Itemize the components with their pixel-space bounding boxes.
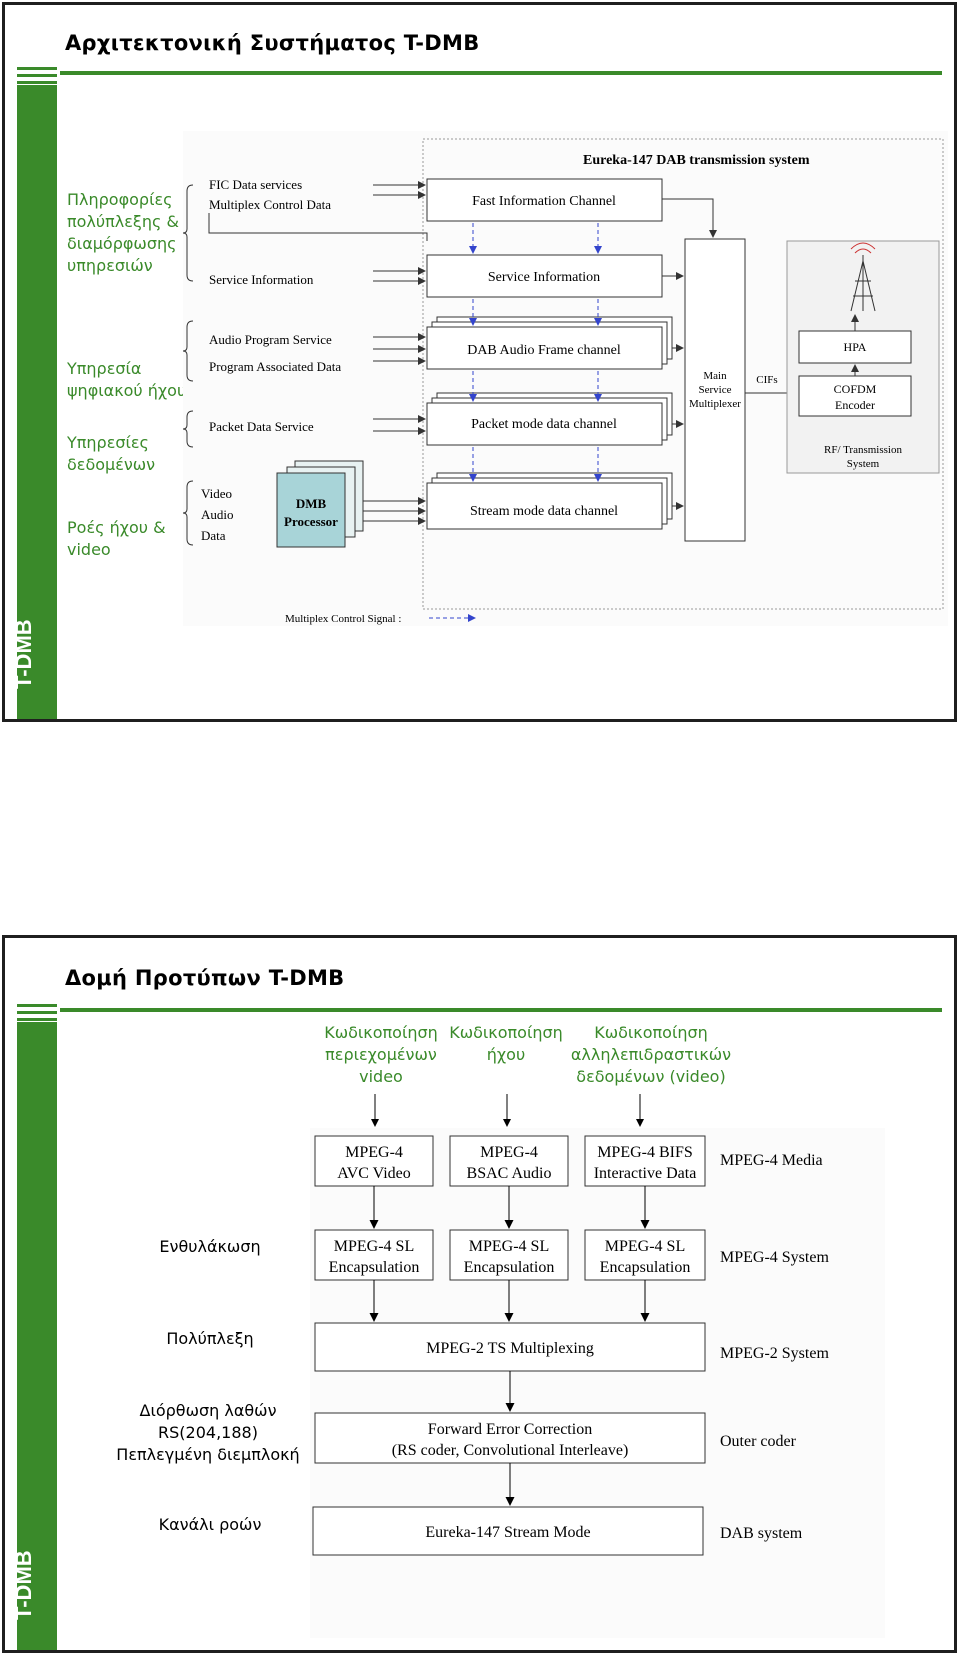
channel-label: Fast Information Channel — [472, 194, 616, 209]
svg-text:Forward Error Correction: Forward Error Correction — [428, 1421, 592, 1438]
svg-text:Encapsulation: Encapsulation — [600, 1259, 691, 1276]
mux-label: Main — [703, 370, 727, 382]
input-label: Audio — [201, 507, 234, 522]
channel-label: Stream mode data channel — [470, 504, 618, 519]
dab-architecture-diagram: Eureka-147 DAB transmission system FIC D… — [183, 131, 948, 626]
sidebar-label: T-DMB — [11, 619, 36, 689]
svg-text:MPEG-4: MPEG-4 — [480, 1144, 538, 1161]
svg-text:MPEG-4 SL: MPEG-4 SL — [605, 1238, 685, 1255]
group-label-audio: Υπηρεσία ψηφιακού ήχου — [67, 359, 187, 400]
channel-label: Packet mode data channel — [471, 417, 617, 432]
fec-box — [314, 1412, 706, 1464]
svg-text:MPEG-4 SL: MPEG-4 SL — [334, 1238, 414, 1255]
title-stripes — [17, 1004, 57, 1025]
input-label: Audio Program Service — [209, 332, 332, 347]
top-label-video: Κωδικοποίηση περιεχομένων video — [324, 1023, 438, 1086]
slide-architecture: Αρχιτεκτονική Συστήματος T-DMB T-DMB Πλη… — [2, 2, 957, 722]
svg-text:MPEG-4 SL: MPEG-4 SL — [469, 1238, 549, 1255]
input-label: Packet Data Service — [209, 419, 314, 434]
svg-text:MPEG-4 BIFS: MPEG-4 BIFS — [597, 1144, 693, 1161]
top-arrows — [371, 1094, 644, 1127]
cofdm-label: COFDM — [834, 382, 877, 396]
slide-standards-structure: Δομή Προτύπων T-DMB T-DMB Κωδικοποίηση π… — [2, 935, 957, 1653]
right-label: DAB system — [720, 1525, 803, 1542]
cofdm-label: Encoder — [835, 398, 875, 412]
input-label: Data — [201, 528, 226, 543]
group-label-fic: Πληροφορίες πολύπλεξης & διαμόρφωσης υπη… — [67, 190, 179, 275]
stream-mode-channel-box — [426, 482, 663, 530]
mpeg4-bifs-box — [584, 1135, 706, 1187]
input-label: FIC Data services — [209, 177, 302, 192]
title-underline — [60, 71, 942, 75]
svg-text:BSAC Audio: BSAC Audio — [467, 1165, 552, 1182]
title-underline — [60, 1008, 942, 1012]
slide-title: Αρχιτεκτονική Συστήματος T-DMB — [65, 31, 480, 55]
right-label: MPEG-2 System — [720, 1345, 829, 1362]
input-label: Multiplex Control Data — [209, 197, 331, 212]
processor-label: DMB — [296, 496, 327, 511]
svg-text:Interactive Data: Interactive Data — [594, 1165, 697, 1182]
dmb-processor-box — [276, 472, 346, 548]
packet-mode-channel-box — [426, 402, 663, 446]
left-label-encapsulation: Ενθυλάκωση — [159, 1237, 261, 1256]
ts-multiplexing-box — [314, 1322, 706, 1372]
mpeg4-bsac-box — [449, 1135, 569, 1187]
hpa-label: HPA — [844, 340, 867, 354]
rf-label: RF/ Transmission — [824, 444, 902, 456]
left-label-stream-channel: Κανάλι ροών — [158, 1515, 262, 1534]
eureka-system-border — [422, 138, 944, 610]
cofdm-encoder-box — [798, 375, 912, 417]
system-title: Eureka-147 DAB transmission system — [583, 153, 810, 168]
title-stripes — [17, 67, 57, 88]
audio-frame-channel-box — [426, 326, 663, 370]
stream-mode-box — [312, 1506, 704, 1556]
channel-label: Service Information — [488, 270, 600, 285]
input-label: Video — [201, 486, 232, 501]
brace-audio — [183, 320, 194, 382]
brace-fic — [183, 184, 194, 282]
hpa-box — [798, 330, 912, 364]
legend-label: Multiplex Control Signal : — [285, 613, 401, 625]
svg-text:MPEG-4: MPEG-4 — [345, 1144, 403, 1161]
right-label: MPEG-4 System — [720, 1249, 829, 1266]
brace-streams — [183, 480, 194, 546]
sl-encapsulation-box — [449, 1229, 569, 1281]
slide-title: Δομή Προτύπων T-DMB — [65, 966, 345, 990]
left-label-multiplexing: Πολύπλεξη — [166, 1329, 254, 1348]
mpeg4-avc-box — [314, 1135, 434, 1187]
main-service-multiplexer-box — [684, 238, 746, 542]
svg-text:(RS coder, Convolutional Inter: (RS coder, Convolutional Interleave) — [392, 1442, 629, 1459]
right-label: Outer coder — [720, 1433, 797, 1450]
svg-text:Encapsulation: Encapsulation — [464, 1259, 555, 1276]
left-label-error-correction: Διόρθωση λαθών RS(204,188) Πεπλεγμένη δι… — [116, 1401, 300, 1464]
antenna-icon — [850, 242, 876, 312]
input-label: Program Associated Data — [209, 359, 341, 374]
processor-label: Processor — [284, 514, 338, 529]
top-label-interactive: Κωδικοποίηση αλληλεπιδραστικών δεδομένων… — [570, 1023, 732, 1086]
right-label: MPEG-4 Media — [720, 1152, 823, 1169]
sidebar-label: T-DMB — [11, 1550, 36, 1620]
mux-label: Service — [699, 384, 732, 396]
svg-text:AVC Video: AVC Video — [337, 1165, 411, 1182]
fast-info-channel-box — [426, 178, 663, 222]
group-label-streams: Ροές ήχου & video — [67, 518, 166, 559]
brace-data — [183, 410, 194, 448]
input-label: Service Information — [209, 272, 314, 287]
channel-label: DAB Audio Frame channel — [467, 343, 621, 358]
sl-encapsulation-box — [314, 1229, 434, 1281]
sidebar-band: T-DMB — [11, 85, 57, 719]
service-info-box — [426, 254, 663, 298]
standards-stack-diagram: MPEG-4 AVC Video MPEG-4 BSAC Audio MPEG-… — [310, 1128, 885, 1638]
svg-text:Encapsulation: Encapsulation — [329, 1259, 420, 1276]
sl-encapsulation-box — [584, 1229, 706, 1281]
group-label-data: Υπηρεσίες δεδομένων — [67, 433, 156, 474]
svg-text:MPEG-2 TS Multiplexing: MPEG-2 TS Multiplexing — [426, 1340, 594, 1357]
mux-label: Multiplexer — [689, 398, 741, 410]
cifs-label: CIFs — [756, 374, 777, 386]
rf-label: System — [847, 458, 880, 470]
sidebar-band: T-DMB — [11, 1022, 57, 1650]
top-label-audio: Κωδικοποίηση ήχου — [449, 1023, 563, 1064]
svg-text:Eureka-147 Stream Mode: Eureka-147 Stream Mode — [425, 1524, 590, 1541]
